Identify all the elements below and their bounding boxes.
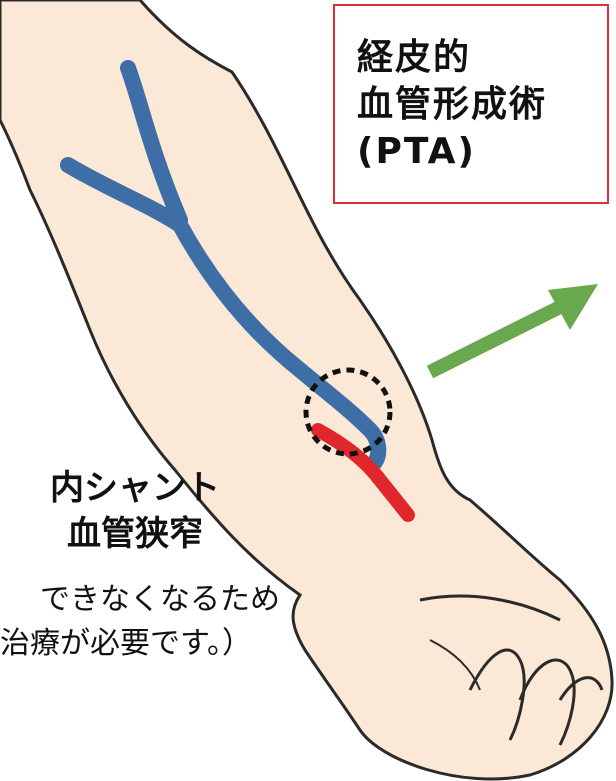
treatment-note-line-2: 治療が必要です。）	[0, 622, 360, 666]
procedure-box: 経皮的 血管形成術 (PTA)	[333, 4, 609, 204]
treatment-note-line-1: できなくなるため	[0, 578, 360, 622]
stenosis-label: 内シャント 血管狭窄	[0, 465, 270, 557]
arrow-shaft	[430, 302, 570, 372]
stenosis-label-line-2: 血管狭窄	[0, 511, 270, 557]
treatment-note: できなくなるため 治療が必要です。）	[0, 578, 360, 666]
procedure-title: 経皮的 血管形成術 (PTA)	[357, 34, 607, 175]
stenosis-label-line-1: 内シャント	[0, 465, 270, 511]
